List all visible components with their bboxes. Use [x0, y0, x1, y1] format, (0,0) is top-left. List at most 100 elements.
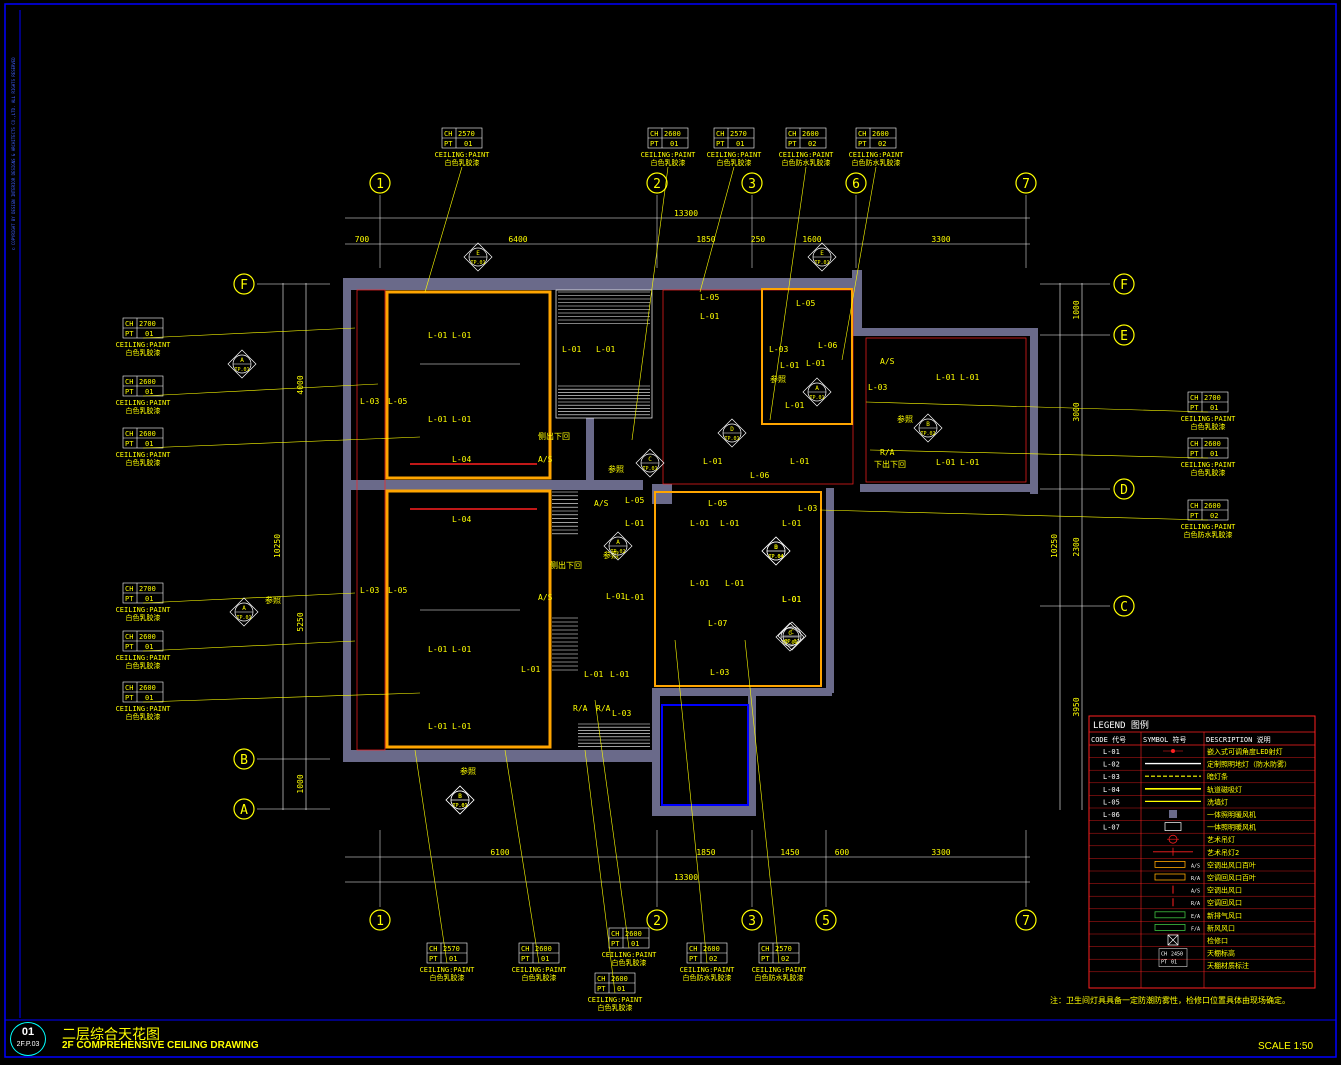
tag-material: CEILING:PAINT [1181, 415, 1237, 423]
grid-bubble [741, 172, 763, 194]
dim-text: 10250 [1050, 534, 1059, 558]
grid-label: 6 [852, 177, 860, 192]
tag-material-cn: 白色乳胶漆 [612, 958, 647, 967]
room-label: L-01 [428, 722, 447, 731]
elevation-tag: ATP.01 [227, 349, 257, 379]
elevation-ref: TP.01 [784, 639, 799, 645]
tag-pt-label: PT [125, 440, 134, 448]
sheet-number-bubble: 01 2F.P.03 [10, 1022, 46, 1056]
room-label: L-01 [690, 519, 709, 528]
tag-ch-value: 2700 [139, 320, 156, 328]
elevation-ref: TP.01 [814, 260, 829, 266]
legend-desc: 艺术吊灯2 [1207, 848, 1239, 857]
elevation-ref: TP.01 [642, 466, 657, 472]
tag-material: CEILING:PAINT [116, 654, 172, 662]
elevation-tag: C TP.01 [635, 448, 665, 478]
room-label: L-01 [428, 331, 447, 340]
legend-desc: 空调回风口百叶 [1207, 873, 1256, 882]
grid-bubble [233, 748, 255, 770]
room-label: L-01 [452, 722, 471, 731]
tag-pt-value: 01 [670, 140, 678, 148]
room-label: 侧出下回 [550, 560, 582, 570]
tag-material: CEILING:PAINT [588, 996, 644, 1004]
elevation-letter: D [730, 426, 734, 433]
tag-pt-label: PT [689, 955, 698, 963]
grid-label: 2 [653, 177, 661, 192]
legend-row: 检修口 [1089, 934, 1315, 947]
room-label: L-01 [452, 415, 471, 424]
tag-material-cn: 白色乳胶漆 [126, 348, 161, 357]
tag-ch-value: 2600 [872, 130, 889, 138]
room-label: L-01 [606, 592, 625, 601]
room-label: L-01 [625, 593, 644, 602]
tag-pt-label: PT [1190, 404, 1199, 412]
tag-pt-label: PT [761, 955, 770, 963]
elevation-tag: ETP.01 [807, 242, 837, 272]
legend-code: L-02 [1103, 761, 1120, 769]
room-label: 参照 [770, 374, 786, 384]
room-label: L-01 [960, 458, 979, 467]
grid-label: A [240, 803, 248, 818]
tag-pt-value: 01 [145, 694, 153, 702]
legend-frame [1088, 715, 1316, 989]
room-label: L-03 [360, 586, 379, 595]
tag-pt-label: PT [125, 330, 134, 338]
tag-pt-value: 01 [449, 955, 457, 963]
grid-bubble [815, 909, 837, 931]
room-label: L-06 [750, 471, 769, 480]
walls [343, 270, 1038, 816]
tag-material: CEILING:PAINT [849, 151, 905, 159]
dim-text: 1450 [780, 848, 799, 857]
dim-text: 3950 [1072, 697, 1081, 716]
tag-pt-value: 01 [1210, 450, 1218, 458]
tag-pt-label: PT [611, 940, 620, 948]
room-label: L-07 [708, 619, 727, 628]
tag-ch-value: 2570 [458, 130, 475, 138]
drawing-note: 注：卫生间灯具具备一定防潮防雾性，检修口位置具体由现场确定。 [1050, 996, 1290, 1005]
room-label: L-01 [725, 579, 744, 588]
legend-ch: CH [1161, 952, 1167, 958]
legend-desc: 检修口 [1207, 936, 1228, 945]
grid-bubble [741, 909, 763, 931]
room-label: L-01 [690, 579, 709, 588]
legend-desc: 一体照明暖风机 [1207, 810, 1256, 819]
room-label: L-03 [868, 383, 887, 392]
tag-ch-label: CH [125, 684, 133, 692]
sheet-ref: 2F.P.03 [16, 1041, 40, 1048]
grid-bubble [1113, 595, 1135, 617]
tag-pt-value: 01 [464, 140, 472, 148]
tag-ch-label: CH [689, 945, 697, 953]
tag-material: CEILING:PAINT [1181, 523, 1237, 531]
room-label: L-05 [388, 397, 407, 406]
tag-pt-value: 01 [145, 643, 153, 651]
dim-text: 700 [355, 235, 370, 244]
room-label: L-03 [710, 668, 729, 677]
room-label: L-01 [428, 645, 447, 654]
dim-text: 600 [835, 848, 850, 857]
legend-code: L-05 [1103, 798, 1120, 806]
room-label: L-01 [610, 670, 629, 679]
tag-pt-label: PT [521, 955, 530, 963]
room-label: L-03 [769, 345, 788, 354]
tag-ch-label: CH [650, 130, 658, 138]
elevation-letter: C [648, 456, 652, 463]
tag-material: CEILING:PAINT [116, 606, 172, 614]
elevation-letter: A [815, 385, 819, 392]
tag-pt-value: 01 [631, 940, 639, 948]
elevation-ref: TP.01 [452, 803, 467, 809]
room-label: L-01 [782, 595, 801, 604]
tag-ch-label: CH [521, 945, 529, 953]
tag-pt-value: 01 [736, 140, 744, 148]
grid-bubble [1015, 909, 1037, 931]
